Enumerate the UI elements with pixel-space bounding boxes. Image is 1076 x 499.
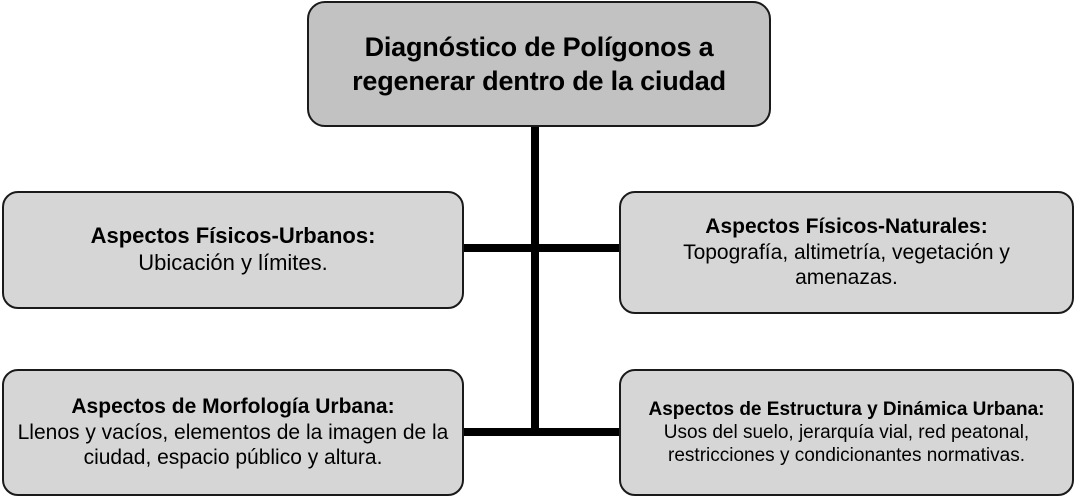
node-fisicos-naturales-body: Topografía, altimetría, vegetación y ame… xyxy=(683,240,1010,290)
node-fisicos-naturales-title: Aspectos Físicos-Naturales: xyxy=(705,215,988,239)
node-root-title: Diagnóstico de Polígonos a regenerar den… xyxy=(352,31,726,96)
connector-vertical-trunk xyxy=(531,124,539,436)
node-aspectos-fisicos-naturales[interactable]: Aspectos Físicos-Naturales: Topografía, … xyxy=(619,191,1074,314)
node-aspectos-fisicos-urbanos[interactable]: Aspectos Físicos-Urbanos: Ubicación y lí… xyxy=(2,191,464,309)
node-estructura-dinamica-title: Aspectos de Estructura y Dinámica Urbana… xyxy=(648,398,1045,420)
connector-crossbar-upper xyxy=(460,244,622,252)
node-fisicos-urbanos-body: Ubicación y límites. xyxy=(138,250,328,275)
node-aspectos-estructura-dinamica-urbana[interactable]: Aspectos de Estructura y Dinámica Urbana… xyxy=(619,369,1074,496)
node-estructura-dinamica-body: Usos del suelo, jerarquía vial, red peat… xyxy=(663,421,1030,467)
node-fisicos-urbanos-title: Aspectos Físicos-Urbanos: xyxy=(90,223,376,249)
node-morfologia-urbana-title: Aspectos de Morfología Urbana: xyxy=(71,395,395,419)
connector-crossbar-lower xyxy=(460,428,622,436)
node-aspectos-morfologia-urbana[interactable]: Aspectos de Morfología Urbana: Llenos y … xyxy=(2,369,464,496)
node-root-diagnostico[interactable]: Diagnóstico de Polígonos a regenerar den… xyxy=(307,1,771,127)
node-morfologia-urbana-body: Llenos y vacíos, elementos de la imagen … xyxy=(17,420,449,470)
